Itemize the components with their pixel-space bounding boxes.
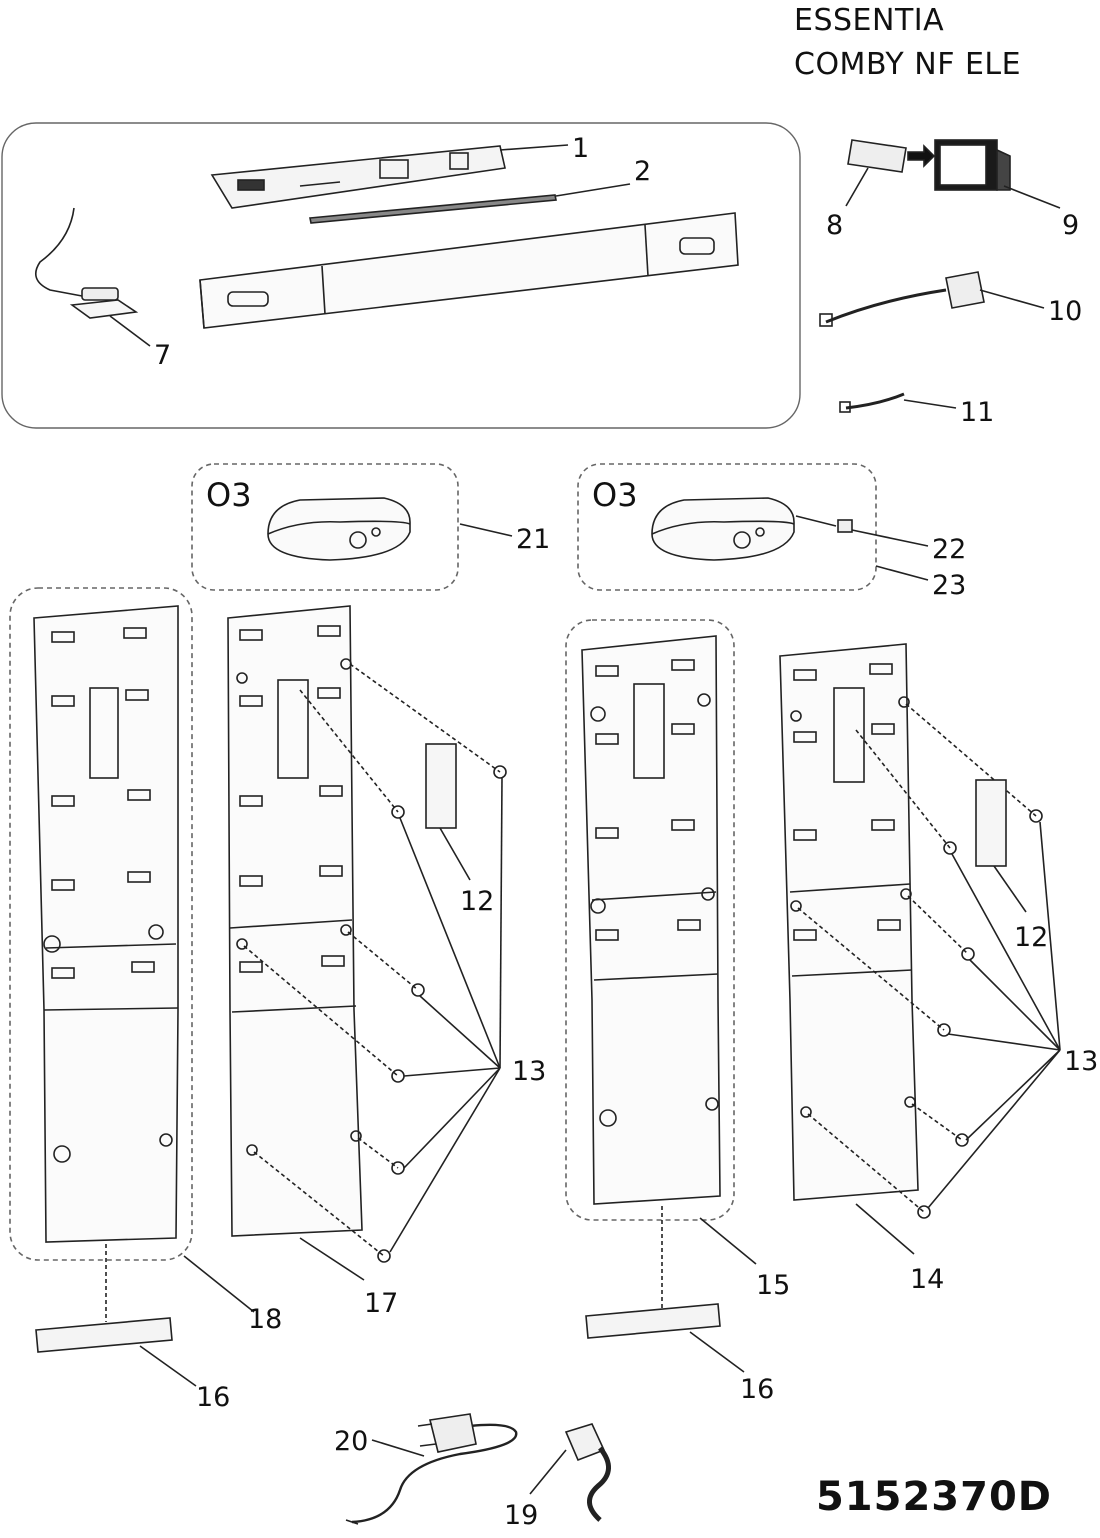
leader-21 [459,523,513,537]
part-number-10: 10 [1048,296,1082,327]
screw-guides-14 [797,703,1037,1213]
panel-group-frame-15 [565,619,735,1221]
panel-group-frame-18 [9,587,193,1261]
light-module-12-left [425,743,457,829]
model-line-2: COMBY NF ELE [794,47,1022,82]
screws-14 [917,809,1043,1219]
inner-door-panel-18 [33,605,179,1243]
screw-guides-17 [243,663,501,1257]
o3-label-right: O3 [592,476,638,514]
light-module-12-right [975,779,1007,867]
part-number-16-left: 16 [196,1382,230,1413]
lamp-bulb [564,1423,611,1522]
part-number-22: 22 [932,534,966,565]
leaders-13-right [927,821,1061,1209]
part-number-16-right: 16 [740,1374,774,1405]
part-number-23: 23 [932,570,966,601]
leader-12-right [993,865,1027,913]
leader-16-right [689,1331,745,1373]
part-number-15: 15 [756,1270,790,1301]
part-number-7: 7 [154,340,171,371]
leader-19 [529,1449,567,1495]
leader-10 [979,289,1045,309]
control-housing [199,212,739,329]
leaders-13-left [389,777,503,1253]
top-group-frame [1,122,801,429]
leader-23 [875,565,929,581]
module-card [847,139,907,173]
ozone-generator-left [267,497,411,561]
wire-harness-short [839,392,905,413]
part-number-2: 2 [634,156,651,187]
part-number-13-left: 13 [512,1056,546,1087]
model-line-1: ESSENTIA [794,3,945,38]
leader-18 [183,1255,255,1313]
inner-door-panel-17 [227,605,363,1237]
part-number-21: 21 [516,524,550,555]
o3-group-frame-right [577,463,877,591]
leader-8 [845,167,869,207]
leader-7 [109,315,151,347]
leader-15 [699,1217,757,1265]
screws-17 [377,765,507,1263]
leader-9 [1003,185,1061,209]
door-sensor [34,207,139,319]
part-number-14: 14 [910,1264,944,1295]
part-number-17: 17 [364,1288,398,1319]
part-number-20: 20 [334,1426,368,1457]
control-board [210,145,506,209]
leader-12-left [439,827,471,881]
part-number-12-right: 12 [1014,922,1048,953]
power-cord [345,1413,518,1525]
part-number-11: 11 [960,397,994,428]
o3-group-frame-left [191,463,459,591]
inner-door-panel-14 [779,643,919,1201]
leader-20 [371,1439,425,1457]
foot-cover-left [35,1317,173,1353]
part-number-8: 8 [826,210,843,241]
document-number: 5152370D [815,1474,1052,1520]
wire-harness-fan [819,271,985,327]
part-number-19: 19 [504,1500,538,1531]
foot-cover-right [585,1303,721,1339]
module-box [934,139,1011,191]
inner-door-panel-15 [581,635,721,1205]
gasket-strip [309,194,557,224]
part-number-18: 18 [248,1304,282,1335]
arrow-icon [907,144,936,168]
leader-2 [555,183,631,197]
leader-22 [851,529,929,547]
o3-label-left: O3 [206,476,252,514]
part-number-12-left: 12 [460,886,494,917]
ozone-generator-right [651,497,853,561]
leader-14 [855,1203,915,1255]
part-number-13-right: 13 [1064,1046,1098,1077]
leader-17 [299,1237,365,1281]
part-number-1: 1 [572,133,589,164]
leader-16-left [139,1345,197,1387]
leader-11 [903,399,957,409]
leader-1 [499,144,569,151]
part-number-9: 9 [1062,210,1079,241]
